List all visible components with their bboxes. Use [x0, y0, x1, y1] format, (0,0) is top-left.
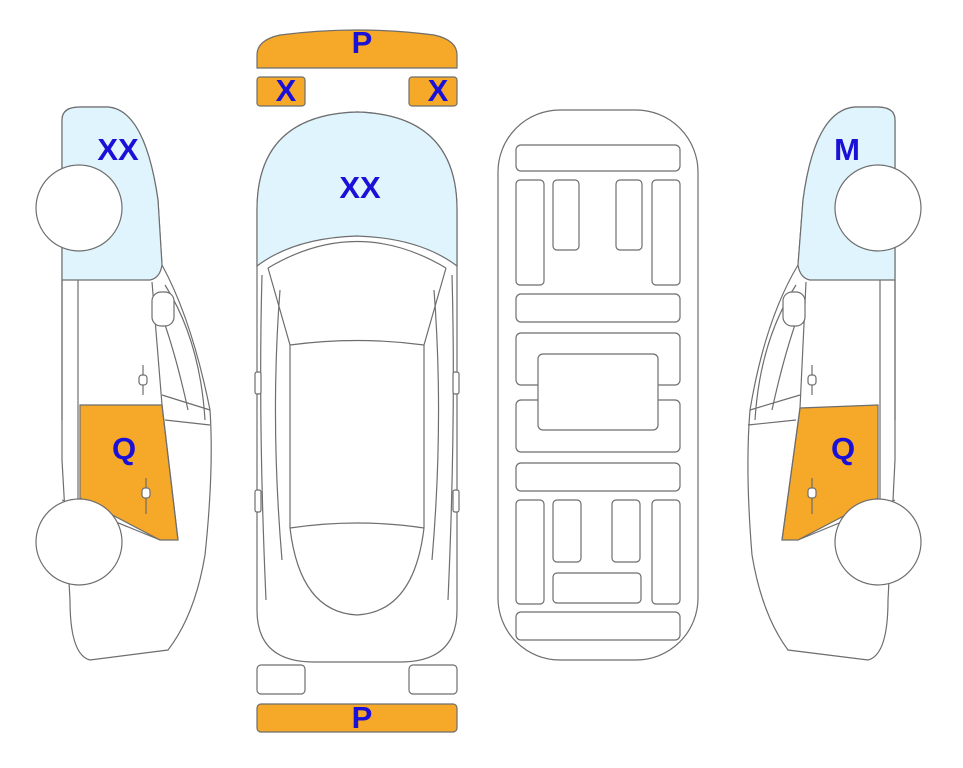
front-bumper-part[interactable]: [256, 29, 458, 69]
rear-bumper-label: P: [352, 700, 373, 735]
front-bumper-label: P: [352, 25, 373, 60]
left-front-wheel: [35, 164, 123, 252]
top-view-car: [254, 111, 460, 663]
headlight-left-label: X: [276, 73, 297, 108]
rear-light-right-part[interactable]: [408, 664, 458, 695]
left-door-label: Q: [112, 431, 136, 466]
rear-light-left-part[interactable]: [256, 664, 306, 695]
headlight-right-part[interactable]: [408, 76, 458, 107]
right-door-label: Q: [831, 431, 855, 466]
right-rear-wheel: [834, 498, 922, 586]
top-hood-part[interactable]: [256, 111, 458, 268]
left-door-part[interactable]: [79, 404, 179, 541]
right-front-wheel: [834, 164, 922, 252]
underbody-view: [497, 109, 699, 661]
right-side-view: [747, 106, 922, 661]
left-front-label: XX: [97, 132, 139, 167]
left-side-view: [35, 106, 212, 661]
headlight-right-label: X: [428, 73, 449, 108]
rear-bumper-part[interactable]: [256, 703, 458, 733]
headlight-left-part[interactable]: [256, 76, 306, 107]
right-front-label: M: [834, 132, 860, 167]
top-hood-label: XX: [339, 170, 381, 205]
left-rear-wheel: [35, 498, 123, 586]
